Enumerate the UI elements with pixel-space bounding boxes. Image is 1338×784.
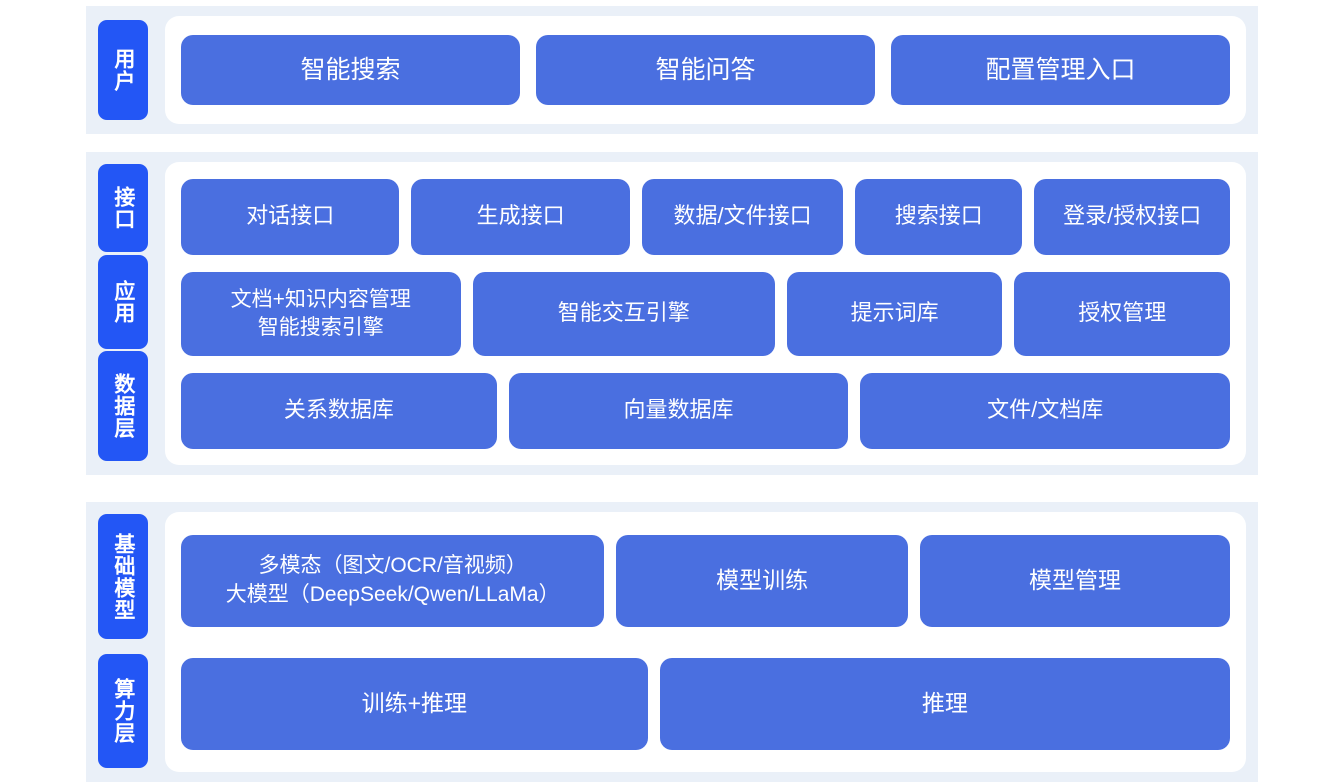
- box-smart-search[interactable]: 智能搜索: [181, 35, 520, 105]
- tier-label-column-user: 用户: [86, 6, 159, 134]
- tier-label-interface: 接口: [97, 164, 148, 252]
- tier-label-compute-layer: 算力层: [97, 654, 148, 768]
- tier-label-column-bottom: 基础模型 算力层: [86, 502, 159, 782]
- section-user-tier: 用户 智能搜索 智能问答 配置管理入口: [86, 6, 1258, 134]
- box-multimodal-large-model[interactable]: 多模态（图文/OCR/音视频） 大模型（DeepSeek/Qwen/LLaMa）: [181, 534, 605, 627]
- panel-user: 智能搜索 智能问答 配置管理入口: [165, 16, 1246, 124]
- box-prompt-library[interactable]: 提示词库: [786, 271, 1003, 356]
- row-data-layer: 关系数据库 向量数据库 文件/文档库: [181, 372, 1230, 449]
- panel-middle: 对话接口 生成接口 数据/文件接口 搜索接口 登录/授权接口 文档+知识内容管理…: [165, 162, 1246, 465]
- row-user-entries: 智能搜索 智能问答 配置管理入口: [181, 35, 1230, 105]
- tier-label-application: 应用: [97, 254, 148, 349]
- box-dialog-api[interactable]: 对话接口: [181, 178, 400, 255]
- box-inference[interactable]: 推理: [659, 657, 1230, 750]
- box-authorization-management[interactable]: 授权管理: [1014, 271, 1230, 356]
- box-relational-database[interactable]: 关系数据库: [181, 372, 497, 449]
- box-data-file-api[interactable]: 数据/文件接口: [641, 178, 844, 255]
- tier-label-data-layer: 数据层: [97, 351, 148, 461]
- section-bottom-tier: 基础模型 算力层 多模态（图文/OCR/音视频） 大模型（DeepSeek/Qw…: [86, 502, 1258, 782]
- tier-label-user: 用户: [97, 20, 148, 120]
- row-compute-layer: 训练+推理 推理: [181, 657, 1230, 750]
- row-application: 文档+知识内容管理 智能搜索引擎 智能交互引擎 提示词库 授权管理: [181, 271, 1230, 356]
- box-model-management[interactable]: 模型管理: [919, 534, 1230, 627]
- panel-bottom: 多模态（图文/OCR/音视频） 大模型（DeepSeek/Qwen/LLaMa）…: [165, 512, 1246, 772]
- box-vector-database[interactable]: 向量数据库: [508, 372, 849, 449]
- section-middle-tier: 接口 应用 数据层 对话接口 生成接口 数据/文件接口 搜索接口 登录/授权接口…: [86, 152, 1258, 475]
- box-document-knowledge-management[interactable]: 文档+知识内容管理 智能搜索引擎: [181, 271, 461, 356]
- tier-label-column-middle: 接口 应用 数据层: [86, 152, 159, 475]
- box-training-plus-inference[interactable]: 训练+推理: [181, 657, 648, 750]
- box-smart-qa[interactable]: 智能问答: [536, 35, 875, 105]
- tier-label-foundation-model: 基础模型: [97, 514, 148, 639]
- box-generation-api[interactable]: 生成接口: [411, 178, 630, 255]
- box-login-auth-api[interactable]: 登录/授权接口: [1034, 178, 1231, 255]
- row-foundation-model: 多模态（图文/OCR/音视频） 大模型（DeepSeek/Qwen/LLaMa）…: [181, 534, 1230, 627]
- box-smart-interaction-engine[interactable]: 智能交互引擎: [472, 271, 775, 356]
- box-search-api[interactable]: 搜索接口: [855, 178, 1023, 255]
- box-file-document-store[interactable]: 文件/文档库: [860, 372, 1230, 449]
- box-model-training[interactable]: 模型训练: [616, 534, 908, 627]
- row-interface: 对话接口 生成接口 数据/文件接口 搜索接口 登录/授权接口: [181, 178, 1231, 255]
- box-config-management-entry[interactable]: 配置管理入口: [891, 35, 1230, 105]
